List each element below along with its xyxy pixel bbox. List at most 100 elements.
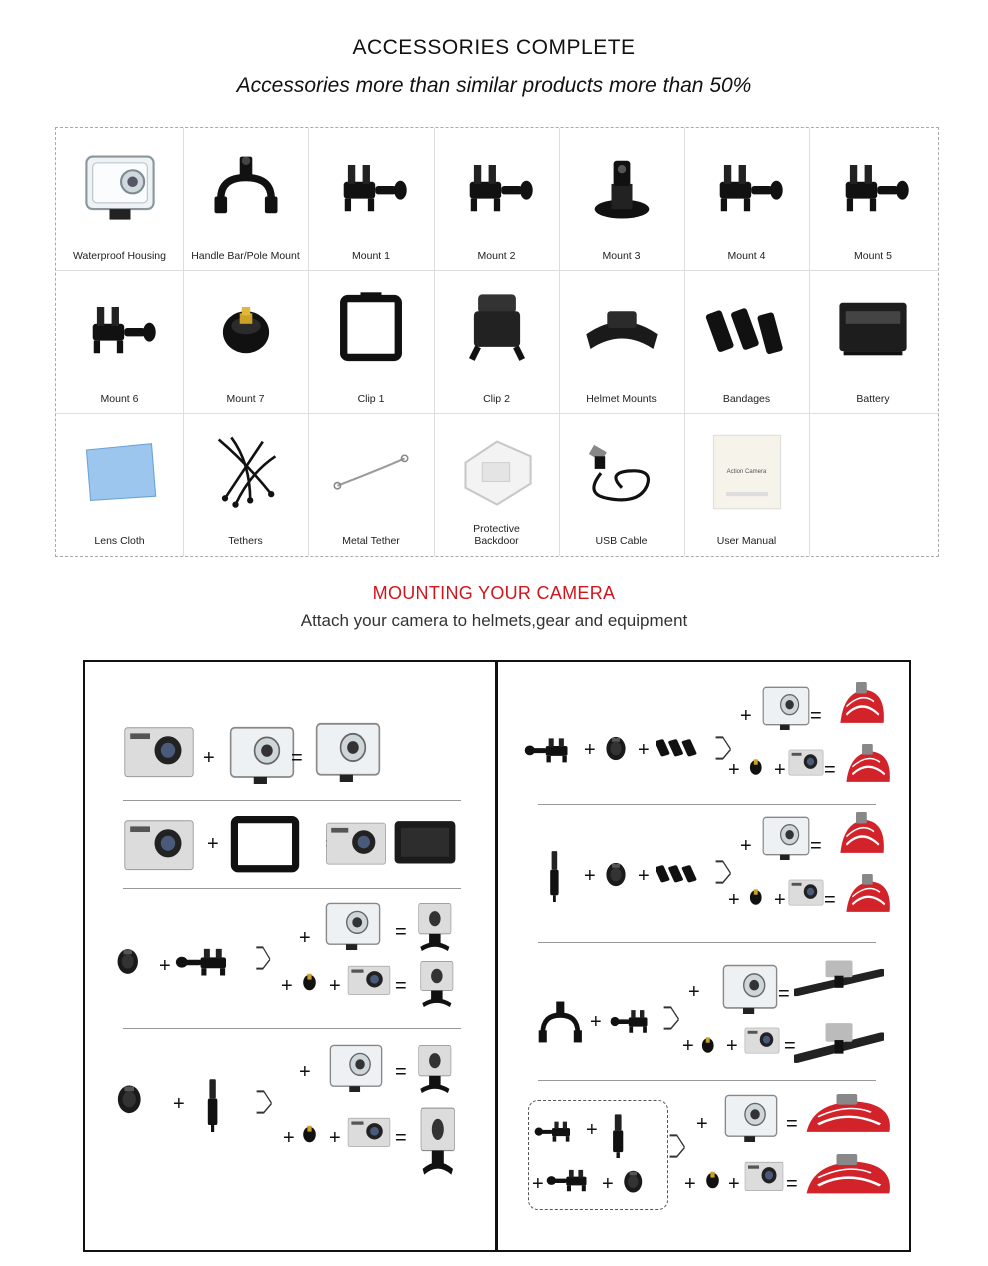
row-separator (538, 804, 876, 805)
equals-sign: = (395, 1061, 407, 1083)
accessory-cell: Metal Tether (308, 413, 434, 555)
housing-image (325, 902, 381, 950)
equals-sign: = (810, 705, 822, 727)
mounting-subtitle: Attach your camera to helmets,gear and e… (300, 611, 688, 630)
equals-sign: = (784, 1035, 796, 1057)
cloth-icon (85, 443, 156, 501)
housing-image (762, 686, 810, 730)
accessory-label: Mount 6 (100, 393, 139, 405)
accessory-cell: Mount 4 (684, 128, 809, 270)
plus-sign: + (682, 1035, 694, 1057)
accessory-label: Mount 2 (477, 250, 516, 262)
accessory-label: Tethers (228, 535, 263, 547)
plus-sign: + (696, 1113, 708, 1135)
handlebar-mount-image (538, 1001, 582, 1043)
mount-image (610, 1010, 648, 1033)
vertical-mount-image (550, 851, 559, 902)
row-separator (123, 1028, 461, 1029)
tether-icon (217, 436, 276, 508)
accessory-cell: Clip 2 (434, 270, 559, 413)
accessory-cell: Waterproof Housing (56, 128, 183, 270)
mounted-camera-image (420, 1107, 455, 1175)
plus-sign: + (203, 747, 215, 769)
mounting-panel-right: +++=++=+++=++=++=++=++++=++= (496, 660, 911, 1252)
housing-image (724, 1094, 778, 1142)
mounted-camera-image (420, 961, 454, 1008)
adapter-image (749, 759, 762, 775)
accessory-label: Helmet Mounts (586, 393, 657, 405)
camera-image (347, 1117, 391, 1147)
camera-image (744, 1161, 784, 1191)
clip-icon (468, 294, 525, 361)
accessory-cell: Mount 5 (809, 128, 937, 270)
mount-image (175, 948, 226, 976)
buckle-mount-image (606, 736, 626, 761)
accessory-cell: Protective Backdoor (434, 413, 559, 555)
grid-divider (434, 128, 435, 556)
bandage-image (656, 865, 697, 883)
grid-divider (559, 128, 560, 556)
plus-sign: + (726, 1035, 738, 1057)
accessory-cell: Clip 1 (308, 270, 434, 413)
mounted-camera-image (418, 903, 452, 952)
grid-divider (308, 128, 309, 556)
page-subtitle: Accessories more than similar products m… (236, 74, 752, 97)
accessory-label: Clip 2 (483, 393, 510, 405)
accessory-cell: Mount 6 (56, 270, 183, 413)
mount-image (534, 1121, 570, 1142)
equals-sign: = (824, 889, 836, 911)
row-separator (538, 1080, 876, 1081)
helmet-image (846, 874, 890, 912)
frame-icon (340, 292, 402, 362)
row-separator (123, 888, 461, 889)
housing-image (722, 964, 778, 1014)
equals-sign: = (810, 835, 822, 857)
adapter-image (303, 973, 316, 991)
accessory-label: Battery (856, 393, 890, 405)
equals-sign: = (395, 975, 407, 997)
bandage-icon (705, 308, 783, 354)
accessory-label: Handle Bar/Pole Mount (191, 250, 300, 262)
mount-icon (719, 165, 783, 212)
plus-sign: + (299, 927, 311, 949)
accessory-label: Mount 7 (226, 393, 265, 405)
accessory-label: Mount 5 (854, 250, 892, 262)
equals-sign: = (291, 747, 303, 769)
accessory-cell: Helmet Mounts (559, 270, 684, 413)
accessory-cell: Lens Cloth (56, 413, 183, 555)
accessory-label: Lens Cloth (94, 535, 145, 547)
metal-tether-icon (333, 454, 409, 490)
plus-sign: + (584, 739, 596, 761)
grid-divider (684, 128, 685, 556)
equals-sign: = (786, 1113, 798, 1135)
accessory-cell: Mount 2 (434, 128, 559, 270)
plus-sign: + (740, 705, 752, 727)
mount-image (546, 1169, 587, 1192)
battery-icon (839, 302, 907, 356)
branch-bracket (715, 860, 731, 884)
plus-sign: + (584, 865, 596, 887)
equals-sign: = (786, 1173, 798, 1195)
grid-divider (56, 270, 938, 271)
camera-image (347, 965, 391, 995)
handlebar-camera-image (794, 1023, 884, 1063)
usb-cable-icon (588, 444, 650, 502)
plus-sign: + (728, 1173, 740, 1195)
action-camera-image (124, 727, 194, 778)
accessory-label: Metal Tether (342, 535, 400, 547)
plus-sign: + (602, 1173, 614, 1195)
frame-image (230, 816, 300, 873)
buckle-mount-image (117, 949, 138, 974)
action-camera-image (124, 820, 194, 871)
buckle-mount-image (606, 862, 626, 887)
accessory-label: Mount 4 (727, 250, 766, 262)
helmet-mount-icon (585, 311, 658, 349)
camera-image (788, 879, 824, 906)
plus-sign: + (159, 955, 171, 977)
helmet-image (846, 744, 890, 782)
equals-sign: = (824, 759, 836, 781)
manual-cover-text: Action Camera (726, 469, 767, 475)
plus-sign: + (638, 865, 650, 887)
plus-sign: + (728, 759, 740, 781)
accessory-label: Protective Backdoor (473, 523, 520, 547)
